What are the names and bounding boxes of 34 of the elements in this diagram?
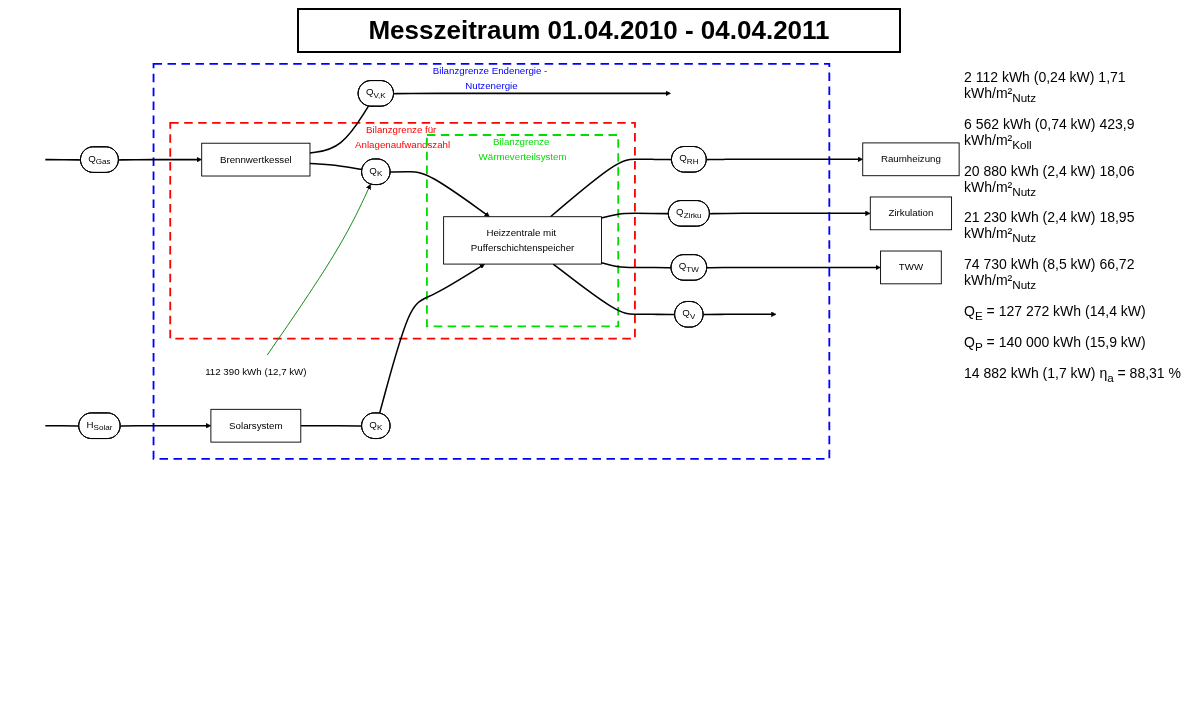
connector [552,263,676,316]
energy-value-label: 14 882 kWh (1,7 kW) η$_{a}$ = 88,31 % [964,364,1182,384]
connector [549,158,673,218]
connector [309,105,370,154]
energy-value-label: Q$_{P}$ = 140 000 kWh (15,9 kW) [964,333,1147,353]
node-box: TWW [880,250,942,285]
connector [600,212,670,219]
arrow [378,263,485,415]
energy-value-label: 2 112 kWh (0,24 kW) 1,71 kWh/m²$_{Nutz}$ [964,69,1127,104]
energy-value-label: 6 562 kWh (0,74 kW) 423,9 kWh/m²$_{Koll}$ [964,115,1136,151]
arrow [117,156,202,163]
arrow [706,264,881,271]
energy-value-label: 74 730 kWh (8,5 kW) 66,72 kWh/m²$_{Nutz}$ [964,256,1136,291]
node-box: Heizzentrale mit Pufferschichtenspeicher [443,216,602,265]
node-box: Brennwertkessel [201,142,311,177]
energy-value-label: 20 880 kWh (2,4 kW) 18,06 kWh/m²$_{Nutz}$ [964,162,1136,198]
connector [300,424,363,427]
energy-value-label: Q$_{E}$ = 127 272 kWh (14,4 kW) [964,303,1147,322]
connector [44,424,80,427]
arrow [393,90,671,97]
node-box: Solarsystem [210,408,302,443]
arrow [119,423,212,429]
diagram-title: Messzeitraum 01.04.2010 - 04.04.2011 [297,8,901,53]
connector [600,261,673,269]
arrow [708,210,871,217]
connector [44,158,82,161]
node-text: 112 390 kWh (12,7 kW) [205,366,307,377]
node-box: Raumheizung [862,142,960,177]
connector [309,162,363,171]
arrow [705,156,863,162]
node-box: Zirkulation [869,196,952,231]
arrow [702,311,777,317]
arrow [389,171,490,217]
energy-value-label: 21 230 kWh (2,4 kW) 18,95 kWh/m²$_{Nutz}$ [964,209,1136,245]
